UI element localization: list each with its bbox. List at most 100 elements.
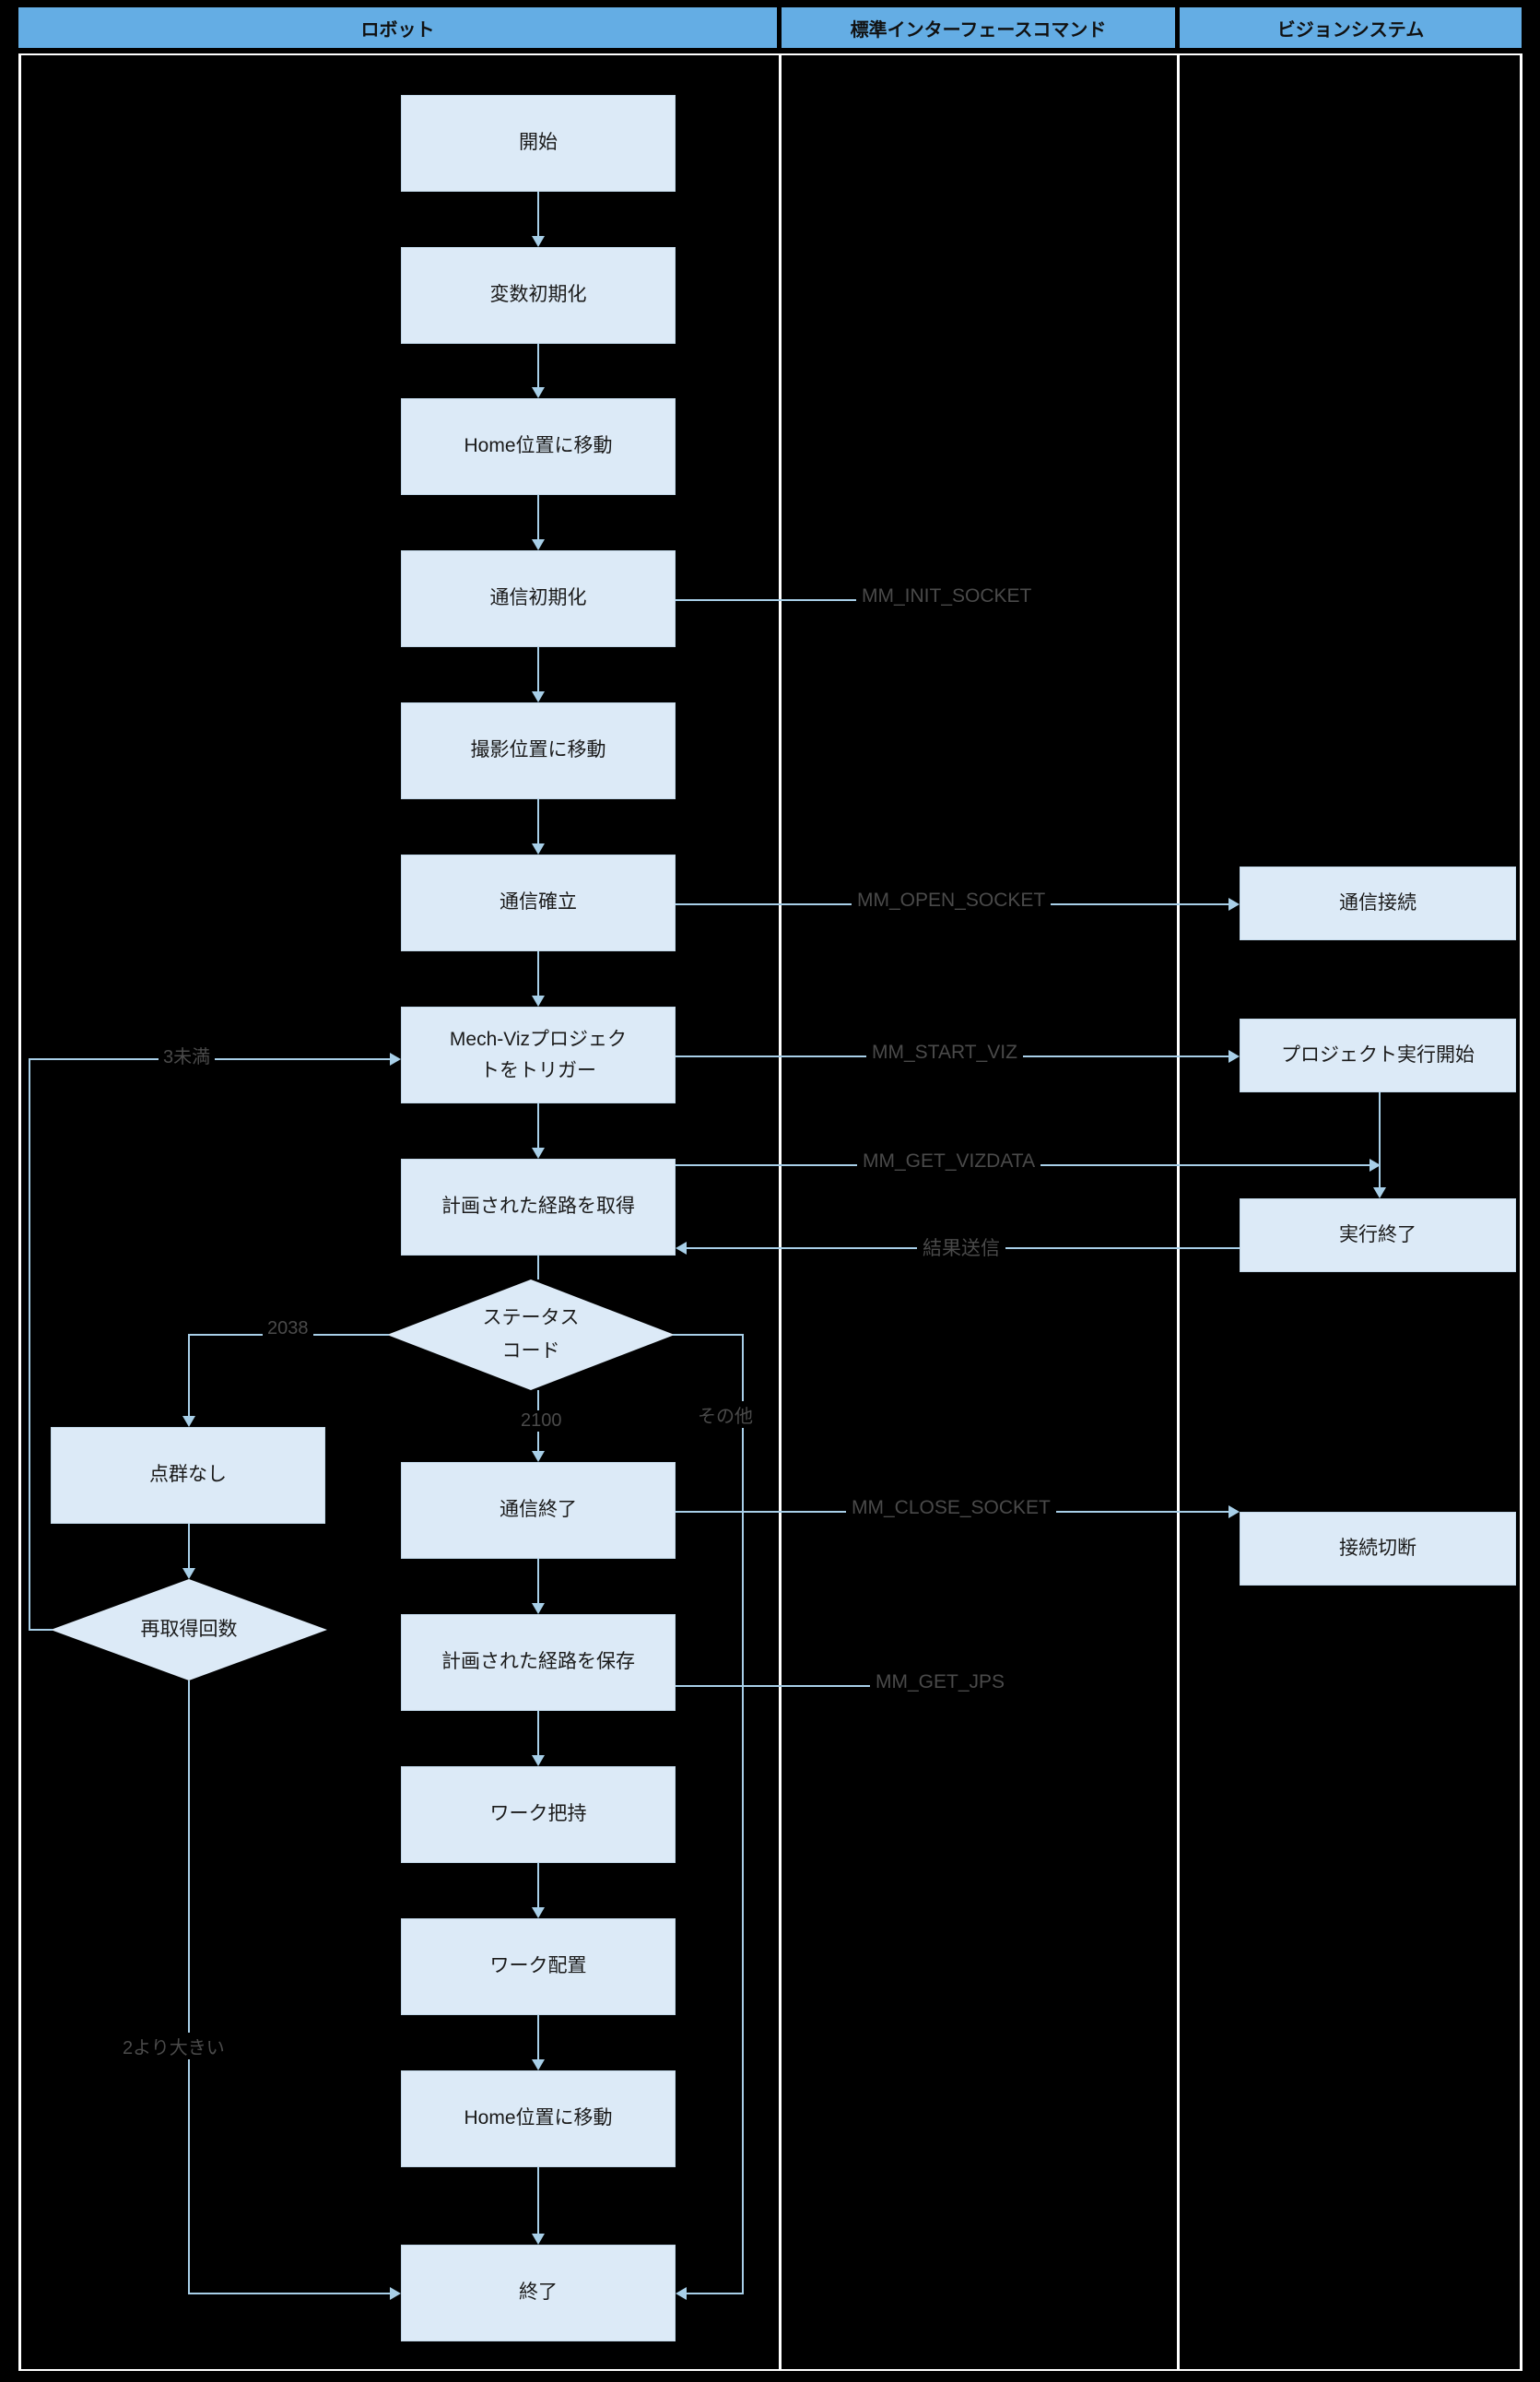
node-retry-count-label: 再取得回数: [140, 1619, 238, 1641]
edge-init-vars-to-move-home-1: [537, 344, 539, 387]
edge-get-path-to-status-code: [537, 1256, 539, 1279]
node-trigger-viz-label-line1: Mech-Vizプロジェク: [449, 1028, 628, 1050]
edge-start-to-init-vars: [537, 192, 539, 236]
node-vision-connect[interactable]: 通信接続: [1240, 867, 1516, 940]
node-save-path-label: 計画された経路を保存: [441, 1651, 635, 1673]
node-get-path[interactable]: 計画された経路を取得: [401, 1159, 676, 1256]
node-init-vars-label: 変数初期化: [489, 284, 587, 306]
node-place-workpiece[interactable]: ワーク配置: [401, 1918, 676, 2015]
node-establish-comm[interactable]: 通信確立: [401, 855, 676, 951]
node-status-code-label-line2: コード: [501, 1340, 560, 1362]
lane-frame-bottom: [18, 2369, 1522, 2371]
node-end[interactable]: 終了: [401, 2245, 676, 2341]
lane-divider-left: [18, 53, 21, 2371]
arrowhead-trigger-viz: [532, 996, 545, 1007]
arrowhead-end-top: [532, 2234, 545, 2245]
arrowhead-move-home-2: [532, 2059, 545, 2070]
node-move-home-2-label: Home位置に移動: [464, 2107, 613, 2129]
node-move-home-1[interactable]: Home位置に移動: [401, 398, 676, 495]
node-close-comm[interactable]: 通信終了: [401, 1462, 676, 1559]
node-save-path[interactable]: 計画された経路を保存: [401, 1614, 676, 1711]
node-retry-count[interactable]: 再取得回数: [51, 1579, 327, 1680]
command-mm-open-socket: MM_OPEN_SOCKET: [852, 890, 1052, 912]
node-init-comm[interactable]: 通信初期化: [401, 550, 676, 647]
arrowhead-get-path: [532, 1148, 545, 1159]
edge-retry-greater2-v: [188, 1680, 190, 2293]
arrowhead-retry-count: [182, 1568, 195, 1579]
arrowhead-close-comm: [532, 1451, 545, 1462]
edge-init-comm-to-mm-init-socket: [676, 599, 860, 601]
command-mm-get-vizdata: MM_GET_VIZDATA: [857, 1150, 1041, 1173]
node-vision-disconnect[interactable]: 接続切断: [1240, 1512, 1516, 1586]
arrowhead-save-path: [532, 1603, 545, 1614]
edge-no-point-cloud-to-retry: [188, 1524, 190, 1568]
node-vision-disconnect-label: 接続切断: [1339, 1537, 1417, 1559]
node-vision-exec-end[interactable]: 実行終了: [1240, 1198, 1516, 1272]
node-vision-exec-end-label: 実行終了: [1339, 1223, 1417, 1245]
command-mm-init-socket: MM_INIT_SOCKET: [856, 585, 1038, 607]
edge-status-code-2038-v: [188, 1334, 190, 1416]
edge-move-home-2-to-end: [537, 2167, 539, 2234]
edge-label-greater-than-2: 2より大きい: [118, 2033, 229, 2059]
node-no-point-cloud-label: 点群なし: [149, 1464, 227, 1486]
node-move-home-2[interactable]: Home位置に移動: [401, 2070, 676, 2167]
edge-status-code-other-h-top: [673, 1334, 744, 1336]
node-status-code[interactable]: ステータス コード: [387, 1279, 675, 1390]
node-pick-workpiece-label: ワーク把持: [489, 1803, 587, 1825]
arrowhead-vision-connect: [1228, 898, 1240, 911]
command-mm-close-socket: MM_CLOSE_SOCKET: [846, 1497, 1056, 1519]
node-vision-project-start[interactable]: プロジェクト実行開始: [1240, 1019, 1516, 1092]
edge-label-other: その他: [693, 1401, 758, 1428]
edge-label-less-than-3: 3未満: [159, 1042, 216, 1068]
node-init-vars[interactable]: 変数初期化: [401, 247, 676, 344]
edge-label-2038: 2038: [263, 1318, 313, 1339]
arrowhead-establish-comm: [532, 843, 545, 855]
edge-move-capture-to-establish-comm: [537, 799, 539, 843]
node-start[interactable]: 開始: [401, 95, 676, 192]
node-move-home-1-label: Home位置に移動: [464, 435, 613, 457]
lane-header-interface: 標準インターフェースコマンド: [782, 7, 1175, 48]
node-vision-connect-label: 通信接続: [1339, 891, 1417, 914]
edge-move-home-1-to-init-comm: [537, 495, 539, 539]
edge-place-to-move-home-2: [537, 2015, 539, 2059]
edge-init-comm-to-move-capture: [537, 647, 539, 691]
node-trigger-viz-label-line2: トをトリガー: [480, 1059, 596, 1081]
node-close-comm-label: 通信終了: [500, 1499, 577, 1521]
node-trigger-viz[interactable]: Mech-Vizプロジェク トをトリガー: [401, 1007, 676, 1103]
node-move-capture-label: 撮影位置に移動: [470, 739, 606, 761]
arrowhead-end-right: [676, 2287, 687, 2300]
edge-retry-greater2-h: [188, 2293, 390, 2294]
edge-status-code-other-h-bottom: [687, 2293, 744, 2294]
lane-header-vision: ビジョンシステム: [1180, 7, 1522, 48]
edge-retry-less3-h-left: [29, 1629, 53, 1631]
edge-status-code-other-v: [742, 1334, 744, 2293]
arrowhead-move-home-1: [532, 387, 545, 398]
lane-frame-top: [18, 53, 1522, 55]
arrowhead-get-path-right: [676, 1242, 687, 1255]
arrowhead-init-vars: [532, 236, 545, 247]
edge-establish-comm-to-trigger-viz: [537, 951, 539, 996]
node-status-code-label-line1: ステータス: [482, 1307, 580, 1329]
arrowhead-pick-workpiece: [532, 1755, 545, 1766]
edge-retry-less3-v: [29, 1058, 30, 1631]
lane-title-interface: 標準インターフェースコマンド: [850, 19, 1107, 41]
node-vision-project-start-label: プロジェクト実行開始: [1281, 1044, 1475, 1066]
node-no-point-cloud[interactable]: 点群なし: [51, 1427, 325, 1524]
arrowhead-vision-exec-end: [1373, 1187, 1386, 1198]
node-place-workpiece-label: ワーク配置: [489, 1955, 587, 1977]
arrowhead-init-comm: [532, 539, 545, 550]
command-send-result: 結果送信: [917, 1233, 1005, 1261]
lane-title-robot: ロボット: [360, 19, 435, 41]
lane-title-vision: ビジョンシステム: [1276, 19, 1425, 41]
lane-header-robot: ロボット: [18, 7, 777, 48]
node-establish-comm-label: 通信確立: [500, 891, 577, 914]
command-mm-start-viz: MM_START_VIZ: [866, 1042, 1023, 1064]
lane-divider-right: [1520, 53, 1522, 2371]
node-pick-workpiece[interactable]: ワーク把持: [401, 1766, 676, 1863]
node-init-comm-label: 通信初期化: [489, 587, 587, 609]
arrowhead-trigger-viz-left: [390, 1053, 401, 1066]
command-mm-get-jps: MM_GET_JPS: [870, 1671, 1011, 1693]
edge-trigger-viz-to-get-path: [537, 1103, 539, 1148]
node-move-capture[interactable]: 撮影位置に移動: [401, 702, 676, 799]
arrowhead-move-capture: [532, 691, 545, 702]
